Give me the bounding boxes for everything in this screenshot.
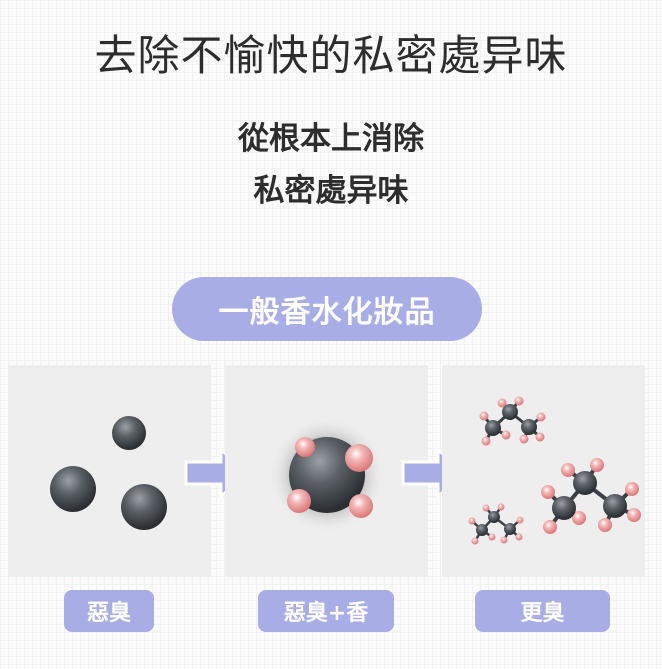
page-title: 去除不愉快的私密處异味 — [94, 31, 568, 80]
label-malodor-plus-fragrance: 惡臭+香 — [258, 590, 394, 632]
panel-worse-odor — [442, 365, 645, 577]
subtitle-line-1: 從根本上消除 — [238, 121, 424, 157]
panel-malodor — [8, 365, 211, 577]
subtitle-line-2: 私密處异味 — [253, 173, 409, 209]
panel-malodor-plus-fragrance — [225, 365, 428, 577]
label-malodor-text: 惡臭 — [86, 601, 131, 626]
category-pill-label: 一般香水化妝品 — [218, 295, 436, 330]
label-malodor: 惡臭 — [64, 590, 154, 632]
label-malodor-plus-fragrance-text: 惡臭+香 — [283, 601, 369, 626]
odor-molecules-icon — [50, 416, 167, 530]
broken-down-molecules-icon — [468, 396, 641, 545]
category-pill: 一般香水化妝品 — [172, 277, 482, 341]
label-worse-odor-text: 更臭 — [520, 601, 565, 626]
masked-odor-molecule-icon — [269, 417, 385, 533]
label-worse-odor: 更臭 — [475, 590, 610, 632]
